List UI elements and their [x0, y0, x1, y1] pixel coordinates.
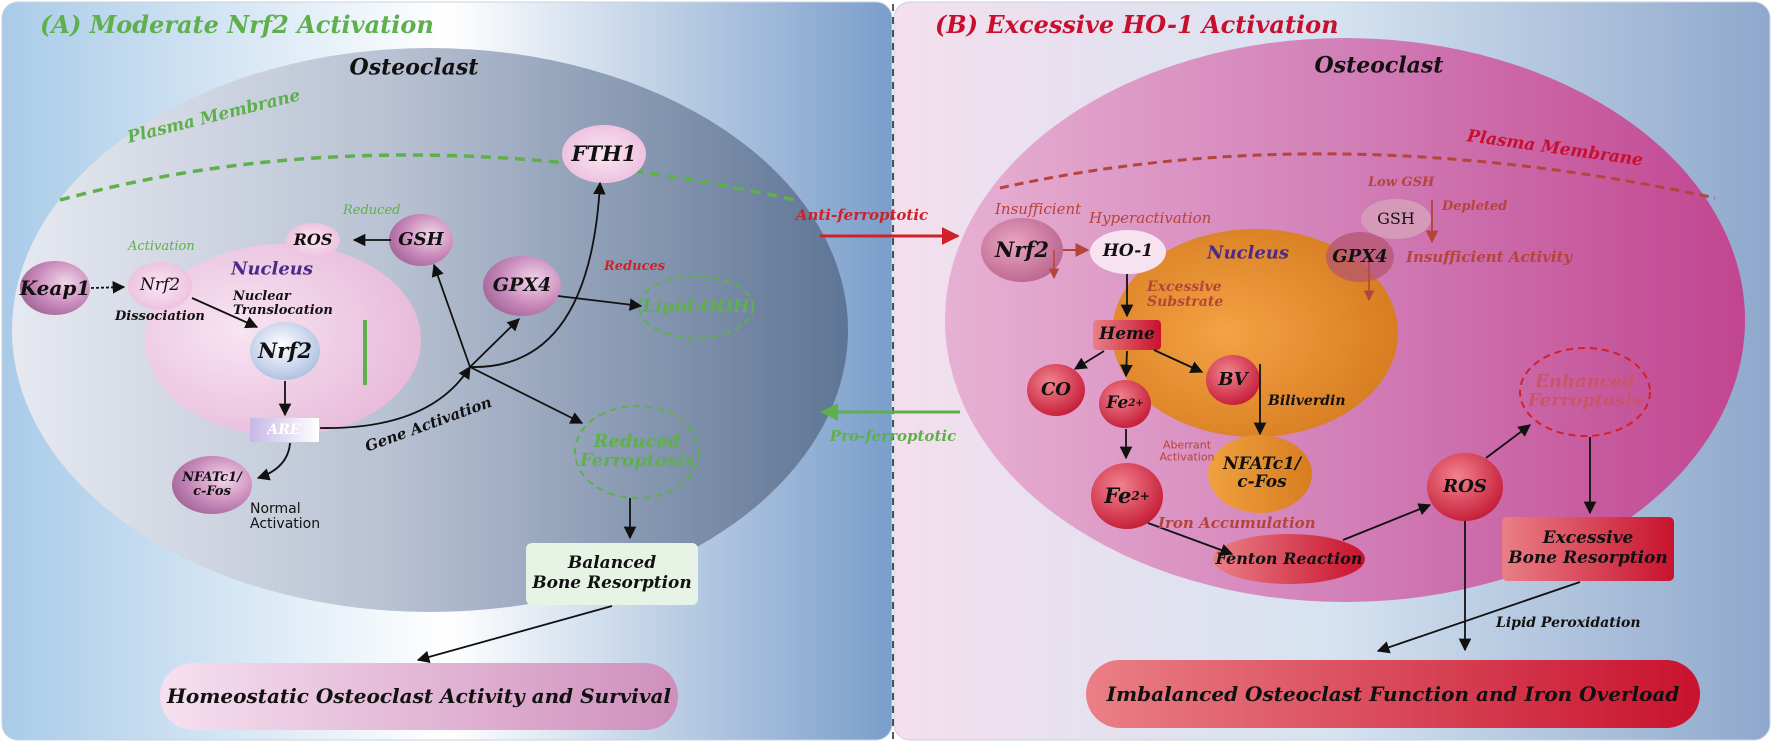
cell-label-b: Osteoclast [1314, 52, 1444, 79]
nfatc1-node-a: NFATc1/ c-Fos [182, 470, 242, 499]
fe2-large-charge: 2+ [1131, 488, 1150, 503]
nrf2-node-a: Nrf2 [139, 275, 181, 296]
fe2-small-label: Fe [1106, 393, 1129, 414]
nfatc1-node-b: NFATc1/ c-Fos [1223, 454, 1301, 492]
co-node: CO [1040, 378, 1071, 400]
low-gsh-label: Low GSH [1368, 175, 1435, 190]
fe2-large-label: Fe [1104, 482, 1132, 508]
nucleus-b [1112, 229, 1398, 437]
homeostatic-outcome-banner: Homeostatic Osteoclast Activity and Surv… [166, 684, 671, 708]
ros-node-b: ROS [1443, 475, 1487, 497]
ros-node-a: ROS [293, 229, 333, 249]
biliverdin-label: Biliverdin [1268, 393, 1346, 409]
are-element: ARE [267, 421, 301, 438]
iron-accumulation-label: Iron Accumulation [1158, 514, 1316, 532]
lipid-ooh-node: Lipid-OOH [642, 295, 750, 317]
imbalanced-outcome-banner: Imbalanced Osteoclast Function and Iron … [1106, 681, 1680, 706]
bv-node: BV [1218, 368, 1248, 390]
aberrant-activation-label: Aberrant Activation [1159, 438, 1215, 463]
activation-label: Activation [128, 239, 195, 254]
pro-ferroptotic-label: Pro-ferroptotic [829, 427, 957, 446]
reduced-label: Reduced [343, 203, 401, 218]
nucleus-label-a: Nucleus [230, 258, 314, 280]
anti-ferroptotic-label: Anti-ferroptotic [795, 206, 929, 225]
nuclear-translocation-label: Nuclear Translocation [233, 289, 333, 318]
gsh-node-a: GSH [398, 228, 444, 250]
excessive-bone-resorption-box: Excessive Bone Resorption [1508, 528, 1668, 568]
panel-b-title: (B) Excessive HO-1 Activation [935, 10, 1339, 39]
insufficient-label: Insufficient [995, 200, 1082, 218]
gpx4-node-b: GPX4 [1332, 245, 1388, 267]
excessive-substrate-label: Excessive Substrate [1147, 279, 1224, 310]
fenton-reaction-node: Fenton Reaction [1215, 548, 1363, 568]
panel-a-title: (A) Moderate Nrf2 Activation [40, 10, 434, 39]
nucleus-label-b: Nucleus [1206, 242, 1290, 264]
gpx4-node-a: GPX4 [492, 274, 552, 297]
keap1-node: Keap1 [19, 275, 91, 300]
reduces-label: Reduces [604, 259, 666, 274]
insufficient-activity-label: Insufficient Activity [1406, 248, 1573, 266]
dissociation-label: Dissociation [115, 309, 205, 324]
depleted-label: Depleted [1442, 199, 1508, 214]
fth1-node: FTH1 [571, 140, 637, 166]
plasma-membrane-b [999, 152, 1716, 200]
nrf2-nuclear-node: Nrf2 [258, 337, 312, 363]
lipid-peroxidation-label: Lipid Peroxidation [1496, 615, 1641, 631]
enhanced-ferroptosis-node: Enhanced Ferroptosis [1527, 371, 1643, 411]
reduced-ferroptosis-node: Reduced Ferroptosis [579, 431, 695, 471]
nrf2-node-b: Nrf2 [995, 236, 1049, 262]
heme-node: Heme [1099, 324, 1155, 345]
balanced-bone-resorption-box: Balanced Bone Resorption [532, 553, 692, 593]
ho1-node: HO-1 [1102, 241, 1154, 262]
normal-activation-label: Normal Activation [250, 501, 321, 532]
nucleus-a-marker [363, 320, 367, 385]
gsh-node-b: GSH [1377, 208, 1415, 228]
fe2-small-charge: 2+ [1128, 397, 1144, 409]
cell-label-a: Osteoclast [349, 54, 479, 81]
hyperactivation-label: Hyperactivation [1089, 209, 1212, 227]
